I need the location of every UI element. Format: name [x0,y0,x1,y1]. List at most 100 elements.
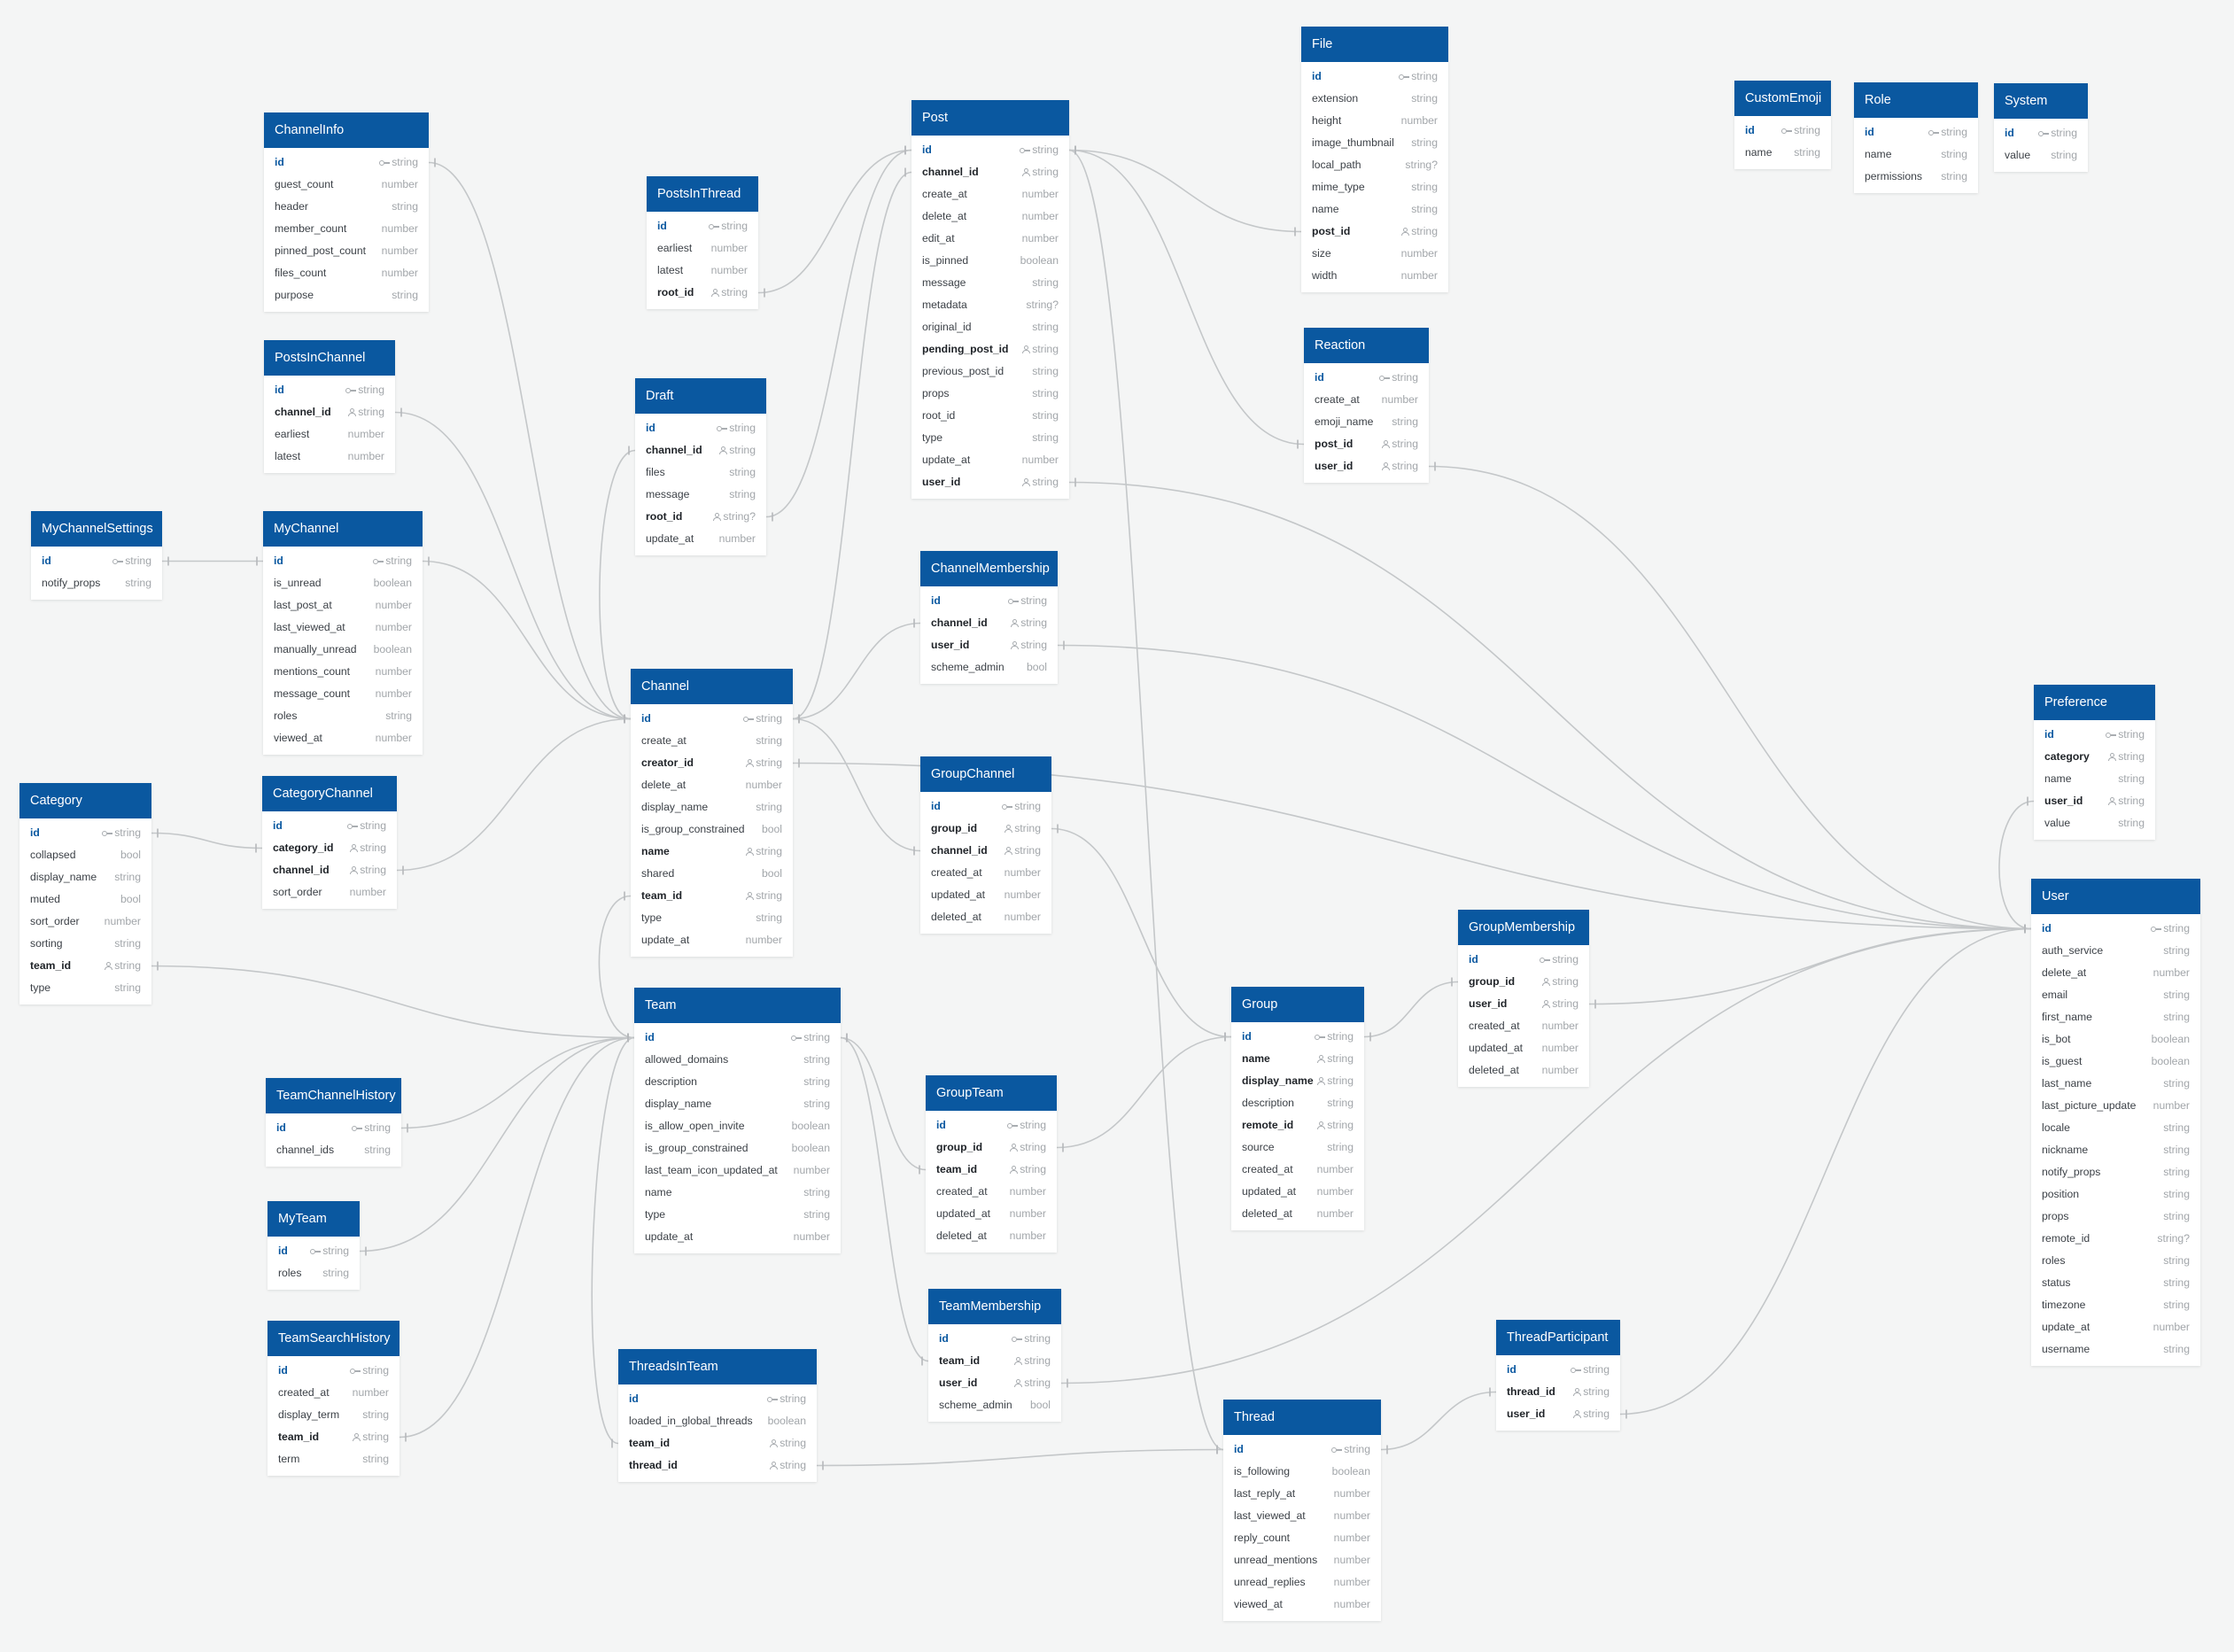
field-row-id[interactable]: idstring [920,795,1051,818]
field-row-id[interactable]: idstring [920,590,1058,612]
field-row-muted[interactable]: mutedbool [19,888,151,911]
field-row-timezone[interactable]: timezonestring [2031,1294,2200,1316]
field-row-status[interactable]: statusstring [2031,1272,2200,1294]
field-row-id[interactable]: idstring [263,550,423,572]
field-row-id[interactable]: idstring [268,1240,360,1262]
field-row-user-id[interactable]: user_idstring [1496,1403,1620,1425]
field-row-delete-at[interactable]: delete_atnumber [2031,962,2200,984]
field-row-create-at[interactable]: create_atnumber [911,183,1069,206]
table-thread[interactable]: Threadidstringis_followingbooleanlast_re… [1223,1400,1381,1621]
table-threadparticipant[interactable]: ThreadParticipantidstringthread_idstring… [1496,1320,1620,1431]
field-row-sort-order[interactable]: sort_ordernumber [262,881,397,904]
table-threadsinteam[interactable]: ThreadsInTeamidstringloaded_in_global_th… [618,1349,817,1482]
field-row-update-at[interactable]: update_atnumber [2031,1316,2200,1338]
field-row-channel-id[interactable]: channel_idstring [262,859,397,881]
field-row-latest[interactable]: latestnumber [647,260,758,282]
field-row-member-count[interactable]: member_countnumber [264,218,429,240]
field-row-deleted-at[interactable]: deleted_atnumber [1458,1059,1589,1082]
field-row-sort-order[interactable]: sort_ordernumber [19,911,151,933]
field-row-id[interactable]: idstring [634,1027,841,1049]
field-row-mentions-count[interactable]: mentions_countnumber [263,661,423,683]
field-row-created-at[interactable]: created_atnumber [920,862,1051,884]
field-row-team-id[interactable]: team_idstring [928,1350,1061,1372]
field-row-updated-at[interactable]: updated_atnumber [920,884,1051,906]
field-row-remote-id[interactable]: remote_idstring? [2031,1228,2200,1250]
field-row-name[interactable]: namestring [631,841,793,863]
field-row-mime-type[interactable]: mime_typestring [1301,176,1448,198]
field-row-user-id[interactable]: user_idstring [1304,455,1429,477]
field-row-root-id[interactable]: root_idstring? [635,506,766,528]
field-row-deleted-at[interactable]: deleted_atnumber [926,1225,1057,1247]
field-row-is-pinned[interactable]: is_pinnedboolean [911,250,1069,272]
field-row-group-id[interactable]: group_idstring [926,1136,1057,1159]
field-row-created-at[interactable]: created_atnumber [268,1382,399,1404]
table-channelinfo[interactable]: ChannelInfoidstringguest_countnumberhead… [264,112,429,312]
field-row-id[interactable]: idstring [631,708,793,730]
field-row-id[interactable]: idstring [1994,122,2088,144]
field-row-id[interactable]: idstring [1854,121,1978,143]
field-row-notify-props[interactable]: notify_propsstring [2031,1161,2200,1183]
field-row-root-id[interactable]: root_idstring [911,405,1069,427]
field-row-display-name[interactable]: display_namestring [631,796,793,818]
field-row-created-at[interactable]: created_atnumber [1231,1159,1364,1181]
field-row-user-id[interactable]: user_idstring [928,1372,1061,1394]
field-row-value[interactable]: valuestring [1994,144,2088,167]
field-row-description[interactable]: descriptionstring [634,1071,841,1093]
field-row-props[interactable]: propsstring [2031,1206,2200,1228]
field-row-updated-at[interactable]: updated_atnumber [1458,1037,1589,1059]
field-row-update-at[interactable]: update_atnumber [634,1226,841,1248]
field-row-previous-post-id[interactable]: previous_post_idstring [911,361,1069,383]
field-row-deleted-at[interactable]: deleted_atnumber [1231,1203,1364,1225]
field-row-create-at[interactable]: create_atstring [631,730,793,752]
field-row-display-term[interactable]: display_termstring [268,1404,399,1426]
field-row-pending-post-id[interactable]: pending_post_idstring [911,338,1069,361]
field-row-remote-id[interactable]: remote_idstring [1231,1114,1364,1136]
field-row-update-at[interactable]: update_atnumber [635,528,766,550]
field-row-description[interactable]: descriptionstring [1231,1092,1364,1114]
field-row-name[interactable]: namestring [1301,198,1448,221]
field-row-channel-id[interactable]: channel_idstring [635,439,766,461]
field-row-nickname[interactable]: nicknamestring [2031,1139,2200,1161]
field-row-collapsed[interactable]: collapsedbool [19,844,151,866]
field-row-delete-at[interactable]: delete_atnumber [631,774,793,796]
field-row-source[interactable]: sourcestring [1231,1136,1364,1159]
table-channelmembership[interactable]: ChannelMembershipidstringchannel_idstrin… [920,551,1058,684]
field-row-group-id[interactable]: group_idstring [920,818,1051,840]
field-row-term[interactable]: termstring [268,1448,399,1470]
field-row-is-unread[interactable]: is_unreadboolean [263,572,423,594]
field-row-emoji-name[interactable]: emoji_namestring [1304,411,1429,433]
table-teamsearchhistory[interactable]: TeamSearchHistoryidstringcreated_atnumbe… [268,1321,399,1476]
field-row-value[interactable]: valuestring [2034,812,2155,834]
field-row-header[interactable]: headerstring [264,196,429,218]
field-row-channel-id[interactable]: channel_idstring [911,161,1069,183]
field-row-width[interactable]: widthnumber [1301,265,1448,287]
field-row-earliest[interactable]: earliestnumber [647,237,758,260]
field-row-name[interactable]: namestring [2034,768,2155,790]
table-team[interactable]: Teamidstringallowed_domainsstringdescrip… [634,988,841,1253]
table-myteam[interactable]: MyTeamidstringrolesstring [268,1201,360,1290]
field-row-display-name[interactable]: display_namestring [19,866,151,888]
field-row-delete-at[interactable]: delete_atnumber [911,206,1069,228]
field-row-name[interactable]: namestring [1854,143,1978,166]
field-row-height[interactable]: heightnumber [1301,110,1448,132]
field-row-name[interactable]: namestring [634,1182,841,1204]
field-row-files-count[interactable]: files_countnumber [264,262,429,284]
field-row-is-group-constrained[interactable]: is_group_constrainedboolean [634,1137,841,1160]
field-row-user-id[interactable]: user_idstring [920,634,1058,656]
field-row-loaded-in-global-threads[interactable]: loaded_in_global_threadsboolean [618,1410,817,1432]
table-category[interactable]: Categoryidstringcollapsedbooldisplay_nam… [19,783,151,1004]
field-row-root-id[interactable]: root_idstring [647,282,758,304]
field-row-team-id[interactable]: team_idstring [631,885,793,907]
field-row-id[interactable]: idstring [31,550,162,572]
field-row-message-count[interactable]: message_countnumber [263,683,423,705]
field-row-thread-id[interactable]: thread_idstring [1496,1381,1620,1403]
table-preference[interactable]: Preferenceidstringcategorystringnamestri… [2034,685,2155,840]
table-groupmembership[interactable]: GroupMembershipidstringgroup_idstringuse… [1458,910,1589,1087]
field-row-email[interactable]: emailstring [2031,984,2200,1006]
table-groupchannel[interactable]: GroupChannelidstringgroup_idstringchanne… [920,756,1051,934]
field-row-user-id[interactable]: user_idstring [1458,993,1589,1015]
field-row-locale[interactable]: localestring [2031,1117,2200,1139]
field-row-updated-at[interactable]: updated_atnumber [926,1203,1057,1225]
field-row-extension[interactable]: extensionstring [1301,88,1448,110]
field-row-original-id[interactable]: original_idstring [911,316,1069,338]
